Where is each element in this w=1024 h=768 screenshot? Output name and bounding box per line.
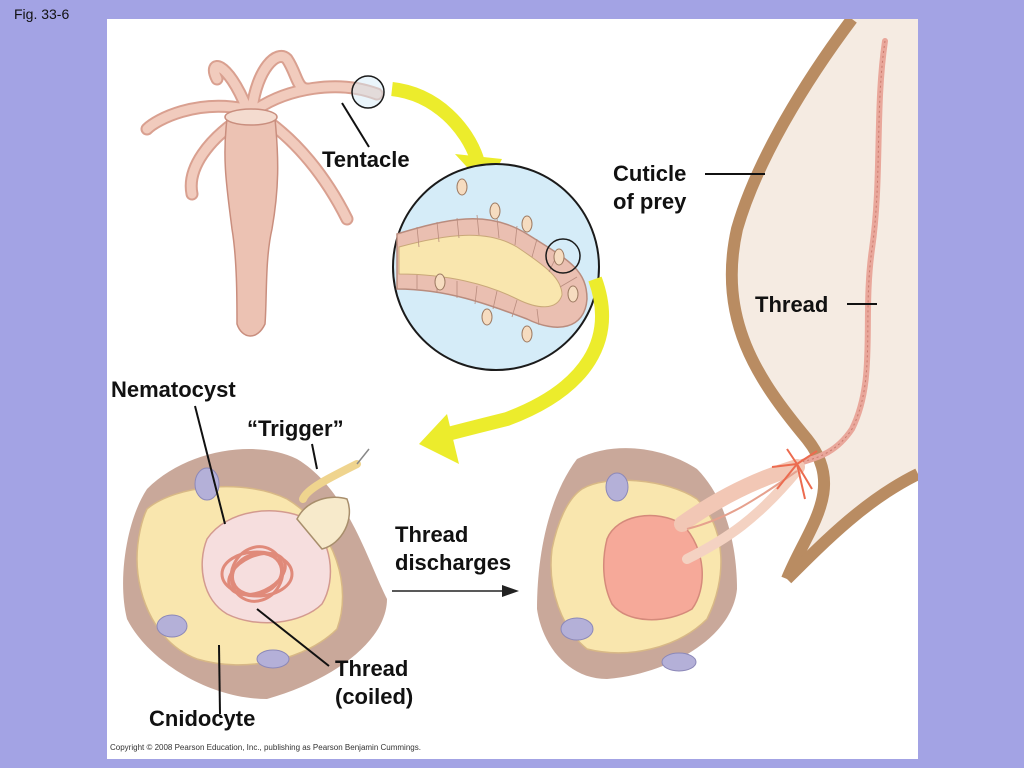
label-discharges-line1: Thread — [395, 522, 469, 547]
label-coiled-line2: (coiled) — [335, 684, 414, 709]
label-thread-discharged: Thread — [755, 292, 829, 317]
label-trigger: “Trigger” — [247, 416, 344, 441]
copyright-notice: Copyright © 2008 Pearson Education, Inc.… — [110, 743, 421, 752]
label-thread-coiled: Thread (coiled) — [335, 655, 413, 711]
label-thread-discharges: Thread discharges — [395, 521, 511, 577]
tentacle-magnify-marker — [351, 75, 385, 109]
label-cuticle-of-prey: Cuticle of prey — [613, 160, 686, 216]
cnidocyte-cell — [123, 448, 387, 699]
label-tentacle: Tentacle — [322, 147, 410, 172]
label-discharges-line2: discharges — [395, 550, 512, 575]
discharged-cnidocyte — [537, 448, 818, 679]
diagram-art — [123, 19, 918, 715]
label-cnidocyte: Cnidocyte — [149, 706, 256, 731]
label-cuticle-line2: of prey — [613, 189, 687, 214]
label-nematocyst: Nematocyst — [111, 377, 236, 402]
label-coiled-line1: Thread — [335, 656, 409, 681]
yellow-arrow-bottom — [419, 276, 609, 464]
discharge-arrow — [392, 585, 519, 597]
label-cuticle-line1: Cuticle — [613, 161, 687, 186]
hydra-illustration — [140, 50, 384, 337]
diagram-panel: Tentacle Cuticle of prey Thread Nematocy… — [107, 19, 918, 759]
magnified-tentacle — [392, 163, 600, 371]
prey-cuticle — [725, 19, 918, 584]
figure-label: Fig. 33-6 — [14, 6, 70, 22]
